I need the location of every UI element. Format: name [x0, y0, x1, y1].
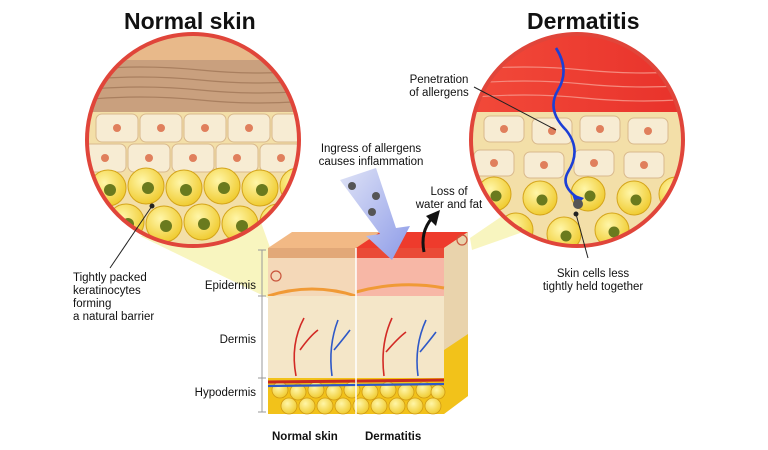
label-tightly-packed: Tightly packed keratinocytes forming a n…: [73, 272, 155, 323]
layer-label-hypodermis: Hypodermis: [194, 387, 256, 399]
label-penetration: Penetration of allergens: [409, 74, 469, 99]
label-ingress: Ingress of allergens causes inflammation: [318, 143, 424, 168]
loss-arrow: [421, 210, 440, 253]
skin-cross-section: [258, 232, 468, 415]
ingress-arrow: [340, 168, 410, 260]
layer-label-dermis: Dermis: [219, 334, 256, 346]
callout-lines: [109, 86, 589, 269]
bottom-label-normal-skin: Normal skin: [272, 431, 338, 443]
title-dermatitis: Dermatitis: [527, 8, 640, 34]
bottom-label-dermatitis: Dermatitis: [365, 431, 422, 443]
left-circle-border: [85, 32, 301, 248]
title-normal-skin: Normal skin: [124, 8, 256, 34]
allergen-path-arrow: [552, 47, 579, 200]
label-skin-cells-less: Skin cells less tightly held together: [542, 268, 644, 293]
layer-label-epidermis: Epidermis: [204, 280, 256, 292]
label-loss-water-fat: Loss of water and fat: [415, 186, 483, 211]
right-circle-border: [469, 32, 685, 248]
